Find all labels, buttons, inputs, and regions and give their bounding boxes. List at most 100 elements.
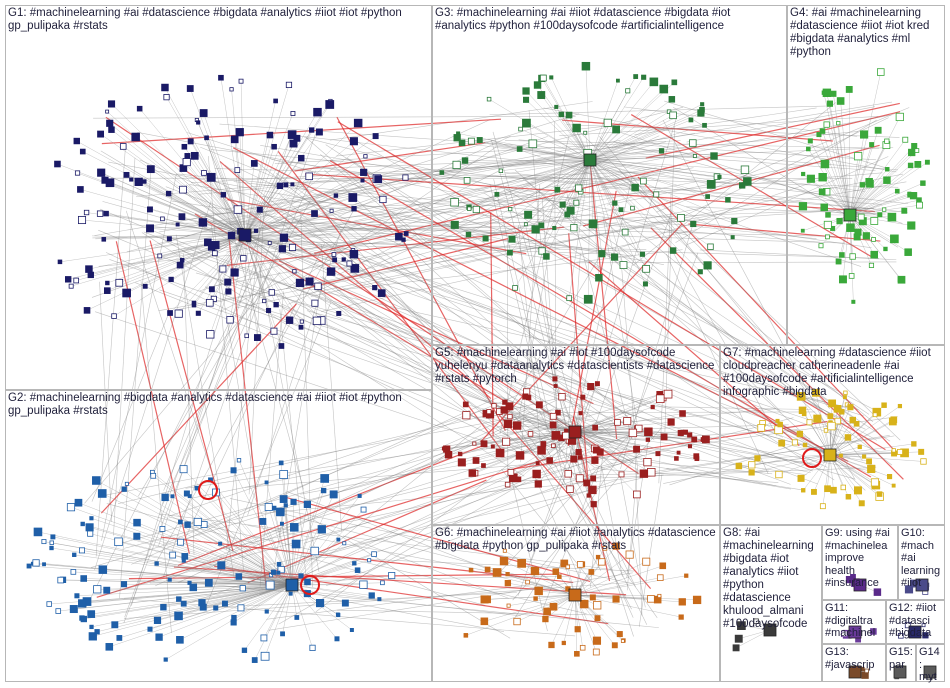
edge (829, 408, 838, 456)
edge (571, 452, 803, 491)
edge (243, 222, 864, 417)
node (305, 277, 314, 286)
node (886, 473, 893, 480)
node (877, 212, 883, 218)
edge (589, 159, 743, 186)
node (791, 439, 798, 446)
group-label-g3: G3: #machinelearning #ai #iiot #datascie… (435, 7, 734, 32)
node (168, 276, 174, 283)
edge (618, 168, 831, 409)
edge (203, 112, 246, 236)
node (329, 208, 334, 213)
node (73, 277, 80, 284)
node (689, 139, 697, 147)
node (224, 278, 232, 286)
node (570, 455, 578, 463)
node (641, 74, 647, 80)
node (486, 96, 492, 102)
node (690, 220, 697, 228)
node (677, 429, 684, 437)
edge (144, 181, 246, 236)
edge (233, 470, 293, 586)
node (463, 177, 471, 184)
node (83, 307, 91, 314)
node (329, 490, 338, 499)
node (87, 610, 96, 618)
edge (268, 240, 647, 250)
edge (113, 157, 136, 536)
group-label-g13: G13: #javascrip (825, 646, 875, 671)
node (314, 282, 322, 291)
edge (219, 123, 876, 171)
node (577, 455, 583, 460)
edge (574, 386, 591, 433)
node (522, 87, 530, 95)
node (717, 174, 722, 179)
node (238, 78, 244, 84)
edge (244, 234, 322, 321)
edge (810, 178, 851, 216)
node (498, 168, 504, 173)
node (592, 424, 598, 431)
edge (229, 234, 246, 320)
node (388, 572, 396, 580)
node (687, 432, 693, 438)
edge (101, 173, 246, 236)
node (811, 388, 820, 397)
node (612, 125, 620, 134)
edge (574, 575, 687, 596)
edge (198, 131, 859, 195)
node (234, 167, 241, 173)
edge (574, 431, 652, 473)
edge (829, 454, 876, 486)
edge (589, 159, 647, 269)
edge (589, 77, 644, 161)
edge (325, 144, 835, 481)
node (844, 434, 852, 441)
edge (231, 89, 246, 236)
edge (123, 582, 628, 619)
node (205, 298, 214, 307)
edge (90, 533, 293, 586)
node (559, 201, 566, 208)
node (590, 475, 597, 482)
group-label-g9: G9: using #ai #machinelea improve health… (825, 527, 893, 589)
edge (244, 234, 404, 240)
node (277, 566, 285, 574)
edge (589, 159, 728, 201)
edge (168, 516, 587, 614)
edge (505, 188, 855, 419)
edge (244, 177, 406, 236)
node (806, 419, 813, 426)
edge (589, 82, 675, 161)
edge (574, 431, 594, 479)
node (800, 228, 805, 233)
node (349, 249, 359, 259)
node (163, 94, 170, 101)
edge (481, 467, 877, 483)
node (85, 265, 93, 273)
edge (57, 163, 246, 236)
edge (822, 454, 831, 507)
node (348, 193, 358, 202)
node (92, 476, 101, 485)
edge (589, 159, 615, 258)
node (179, 465, 188, 474)
edge (574, 398, 661, 433)
group-label-g10: G10: #mach #ai learning #iiot (901, 527, 941, 589)
node (305, 172, 313, 181)
edge (810, 140, 851, 216)
node (495, 448, 505, 458)
edge (574, 431, 697, 459)
edge (314, 111, 901, 254)
edge (291, 584, 372, 596)
edge (818, 134, 851, 216)
node (260, 651, 270, 661)
edge (517, 267, 866, 430)
node (734, 634, 743, 643)
node (869, 142, 875, 148)
node (674, 456, 679, 461)
edge (168, 408, 487, 517)
node (380, 580, 385, 586)
